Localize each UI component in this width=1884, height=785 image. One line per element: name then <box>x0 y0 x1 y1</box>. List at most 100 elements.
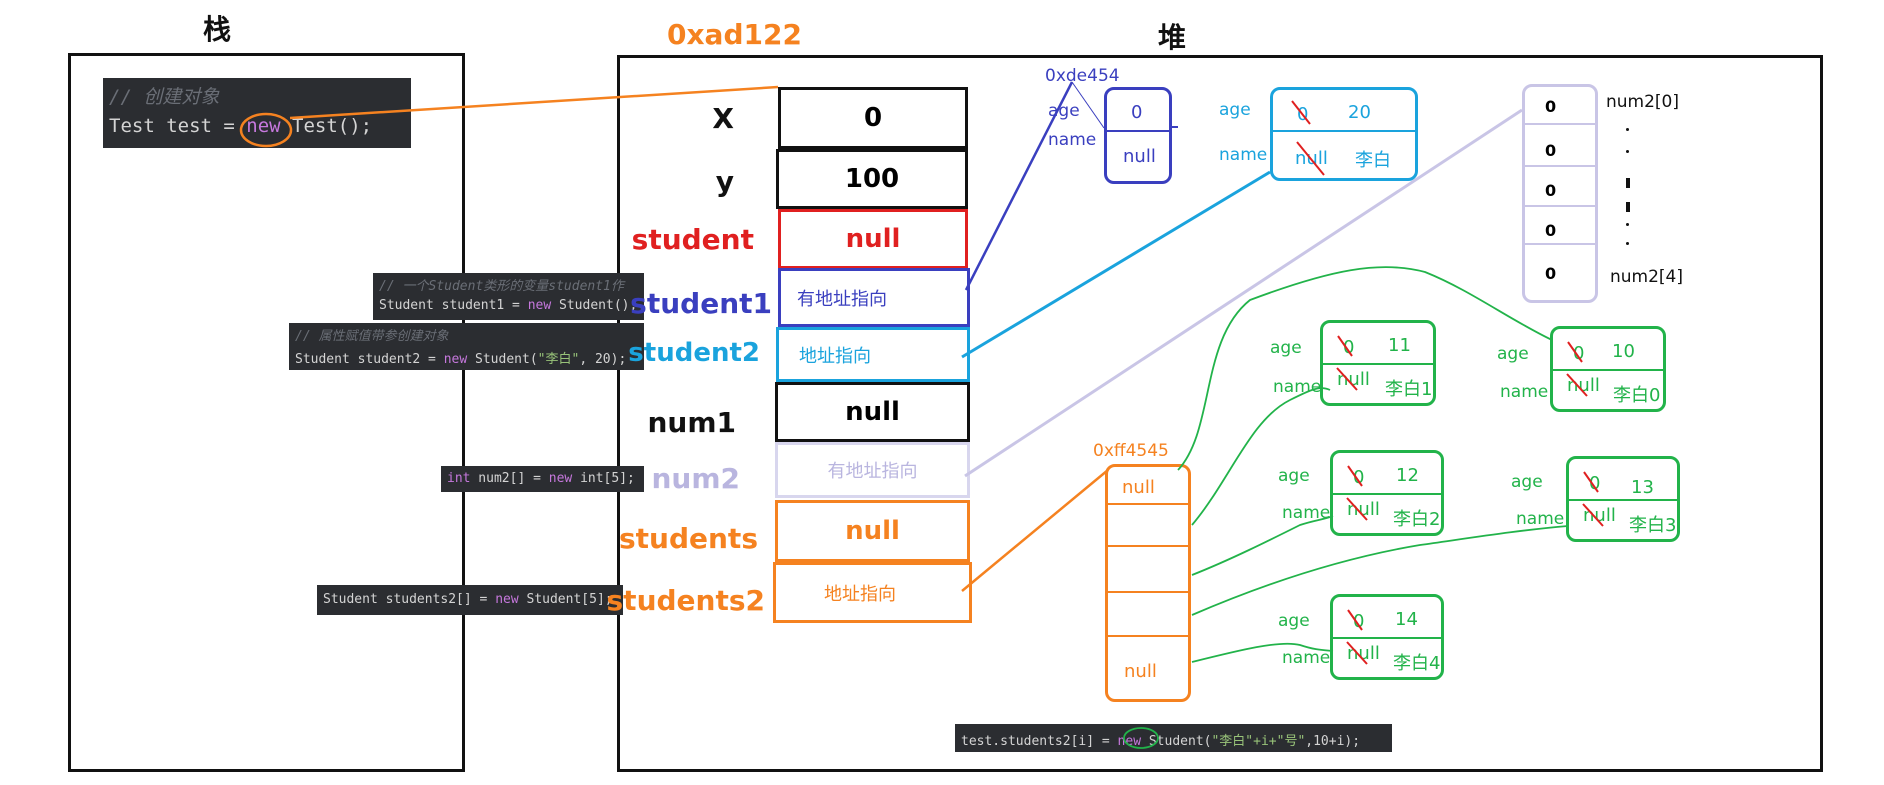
student-obj-age-label: age <box>1511 472 1543 492</box>
student-object-2: 0 12 null 李白2 <box>1330 450 1444 536</box>
field-value: 0 <box>863 103 883 133</box>
field-value: 有地址指向 <box>827 461 918 482</box>
age-value: 14 <box>1395 609 1418 630</box>
name-value: 李白4 <box>1393 653 1441 674</box>
student-obj-age-label: age <box>1497 344 1529 364</box>
code-text: Test test = <box>109 115 247 137</box>
code-comment: // 一个Student类形的变量student1作 <box>379 279 624 294</box>
students2-last: null <box>1124 661 1157 682</box>
student2-age-label: age <box>1219 100 1251 120</box>
code-keyword-new: new <box>495 592 519 607</box>
field-cell-students2: 地址指向 <box>773 562 972 623</box>
field-cell-num1: null <box>775 382 970 442</box>
field-label-student2: student2 <box>628 338 760 368</box>
code-text: test.students2[i] = <box>961 734 1118 749</box>
student1-age-value: 0 <box>1131 102 1143 123</box>
code-students2: Student students2[] = new Student[5]; <box>317 585 623 615</box>
connector-line <box>1071 81 1105 129</box>
name-old: null <box>1567 375 1600 396</box>
code-comment: // 创建对象 <box>109 86 220 108</box>
code-keyword-int: int <box>447 471 471 486</box>
student-object-3: 0 13 null 李白3 <box>1566 456 1680 542</box>
connector-line <box>1191 525 1569 616</box>
field-cell-num2: 有地址指向 <box>775 442 970 498</box>
connector-line <box>964 108 1523 478</box>
name-value: 李白1 <box>1385 379 1433 400</box>
connector-line <box>289 85 779 120</box>
code-string: "李白" <box>537 352 580 367</box>
field-label-students2: students2 <box>606 584 765 617</box>
field-value: 地址指向 <box>824 583 896 605</box>
field-value: 地址指向 <box>799 345 871 367</box>
students2-array: null null <box>1105 464 1191 702</box>
students2-first: null <box>1122 477 1155 498</box>
name-old: null <box>1337 369 1370 390</box>
num2-element: 0 <box>1545 181 1557 200</box>
num2-first-label: num2[0] <box>1606 92 1680 112</box>
code-student2: // 属性赋值带参创建对象 Student student2 = new Stu… <box>289 323 644 370</box>
strike-mark <box>1291 100 1311 125</box>
age-old: 0 <box>1353 611 1365 632</box>
name-value: 李白0 <box>1613 385 1661 406</box>
stack-title: 栈 <box>203 13 232 46</box>
code-string: "李白"+i+"号" <box>1211 734 1306 749</box>
student2-name-value: 李白 <box>1355 150 1391 171</box>
student-obj-name-label: name <box>1282 503 1331 523</box>
age-value: 13 <box>1631 477 1654 498</box>
strike-mark <box>1583 471 1599 493</box>
connector-line <box>1191 515 1334 576</box>
divider <box>1333 493 1441 495</box>
num2-element: 0 <box>1545 264 1557 283</box>
connector-line <box>1191 387 1331 526</box>
num2-element: 0 <box>1545 97 1557 116</box>
divider <box>1108 635 1188 637</box>
divider <box>1525 243 1595 245</box>
students2-address: 0xff4545 <box>1093 441 1169 461</box>
strike-mark <box>1336 367 1358 391</box>
student-obj-name-label: name <box>1516 509 1565 529</box>
field-label-x: X <box>712 102 734 135</box>
num2-element: 0 <box>1545 221 1557 240</box>
field-value: 有地址指向 <box>797 288 887 310</box>
age-value: 11 <box>1388 335 1411 356</box>
num2-last-label: num2[4] <box>1610 267 1684 287</box>
divider <box>1333 637 1441 639</box>
age-old: 0 <box>1353 467 1365 488</box>
field-label-num2: num2 <box>651 462 740 495</box>
strike-mark <box>1337 335 1353 357</box>
field-value: null <box>845 397 900 427</box>
code-text: Student student2 = <box>295 352 444 367</box>
student-obj-name-label: name <box>1282 648 1331 668</box>
divider <box>1107 130 1169 132</box>
student-object-0: 0 10 null 李白0 <box>1550 326 1666 412</box>
code-keyword-new: new <box>443 352 468 367</box>
age-value: 12 <box>1396 465 1419 486</box>
strike-mark <box>1582 503 1604 527</box>
heap-frame <box>617 55 1823 772</box>
strike-mark <box>1566 373 1588 397</box>
name-value: 李白2 <box>1393 509 1441 530</box>
code-text: , 20); <box>579 352 627 367</box>
student-obj-age-label: age <box>1278 466 1310 486</box>
divider <box>1525 165 1595 167</box>
divider <box>1553 369 1663 371</box>
field-label-students: students <box>618 522 758 555</box>
code-text: num2[] = <box>470 471 549 486</box>
strike-mark <box>1296 141 1325 176</box>
divider <box>1525 123 1595 125</box>
code-text: ,10+i); <box>1305 734 1361 749</box>
field-value: null <box>845 516 900 546</box>
code-text: Student( <box>1141 734 1212 749</box>
code-create-test: // 创建对象 Test test = new Test(); <box>103 78 411 148</box>
student1-name-label: name <box>1048 130 1097 150</box>
divider <box>1525 205 1595 207</box>
divider <box>1108 591 1188 593</box>
code-text: Student[5]; <box>518 592 613 607</box>
code-comment: // 属性赋值带参创建对象 <box>295 329 449 344</box>
connector-line <box>964 81 1074 291</box>
field-value: 100 <box>844 164 900 194</box>
student-object-4: 0 14 null 李白4 <box>1330 594 1444 680</box>
code-num2: int num2[] = new int[5]; <box>441 466 644 492</box>
connector-line <box>961 170 1271 359</box>
